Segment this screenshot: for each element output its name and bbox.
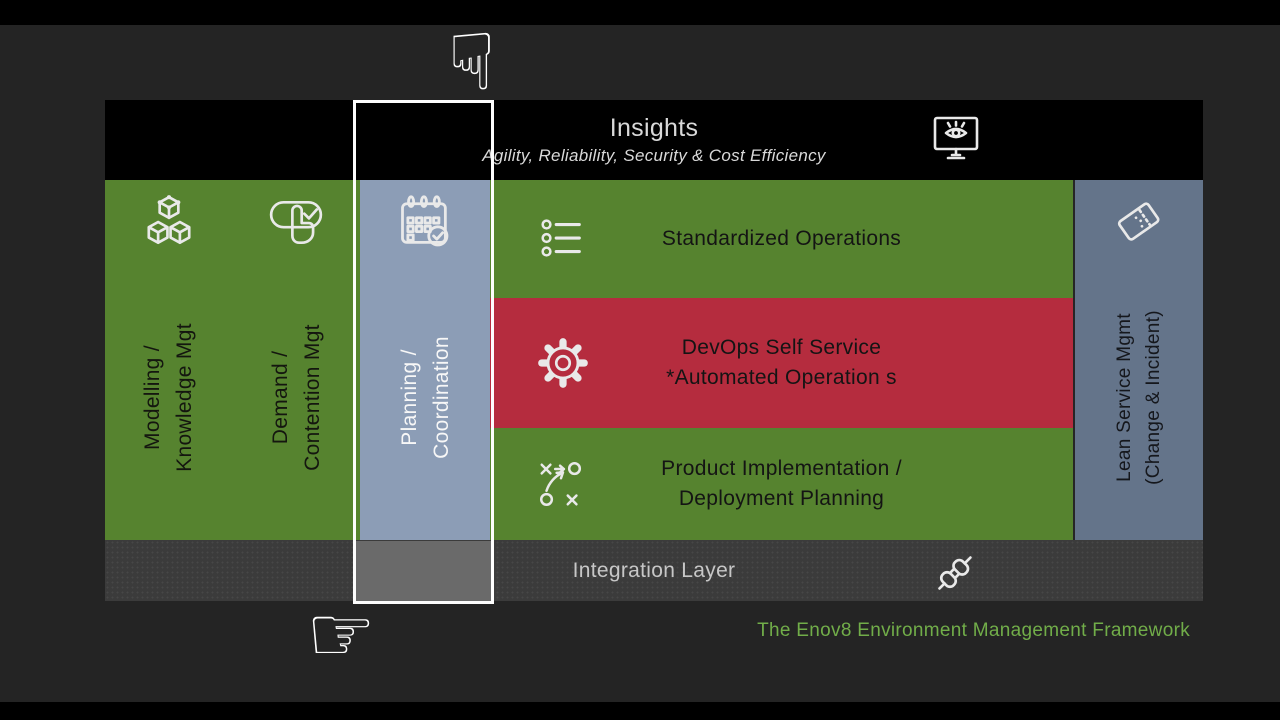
highlight-rectangle: [353, 100, 494, 604]
column-lean-service-mgmt: Lean Service Mgmt (Change & Incident): [1075, 180, 1203, 540]
calendar-check-icon: [395, 190, 455, 254]
column-modelling-knowledge-mgt: Modelling / Knowledge Mgt: [105, 180, 232, 540]
highlight-patch: [356, 541, 491, 601]
strategy-icon: [534, 457, 588, 511]
column-label: Lean Service Mgmt (Change & Incident): [1113, 309, 1164, 485]
insights-title: Insights: [609, 114, 699, 142]
column-demand-contention-mgt: Demand / Contention Mgt: [232, 180, 360, 540]
bullet-list-icon: [534, 212, 588, 266]
column-label: Modelling / Knowledge Mgt: [141, 322, 196, 472]
monitor-eye-icon: [927, 113, 985, 171]
insights-subtitle: Agility, Reliability, Security & Cost Ef…: [482, 146, 826, 165]
ticket-icon: [1110, 190, 1168, 254]
framework-caption: The Enov8 Environment Management Framewo…: [757, 620, 1190, 641]
row-standardized-operations: Standardized Operations: [490, 180, 1073, 298]
letterbox-bottom: [0, 702, 1280, 720]
press-button-icon: [267, 190, 325, 254]
row-label: DevOps Self Service *Automated Operation…: [666, 335, 897, 389]
cubes-icon: [140, 190, 198, 254]
operations-rows: Standardized Operations: [490, 180, 1073, 540]
plug-icon: [929, 542, 986, 599]
gear-icon: [534, 334, 592, 392]
column-planning-coordination: Planning / Coordination: [360, 180, 490, 540]
row-product-implementation: Product Implementation / Deployment Plan…: [490, 428, 1073, 540]
integration-layer: Integration Layer: [105, 540, 1203, 601]
row-label: Standardized Operations: [661, 226, 902, 250]
insights-header: Insights Agility, Reliability, Security …: [105, 100, 1203, 180]
column-label: Demand / Contention Mgt: [268, 323, 324, 471]
column-divider: [1073, 180, 1075, 540]
diagram-body: Modelling / Knowledge Mgt Demand /: [105, 180, 1203, 540]
row-devops-self-service: DevOps Self Service *Automated Operation…: [490, 298, 1073, 428]
integration-label: Integration Layer: [572, 558, 736, 582]
hand-pointing-right-icon: ☞: [306, 590, 377, 680]
letterbox-top: [0, 0, 1280, 25]
hand-pointing-down-icon: ☟: [448, 18, 496, 108]
row-label: Product Implementation / Deployment Plan…: [661, 456, 902, 510]
framework-diagram: Insights Agility, Reliability, Security …: [105, 100, 1203, 601]
